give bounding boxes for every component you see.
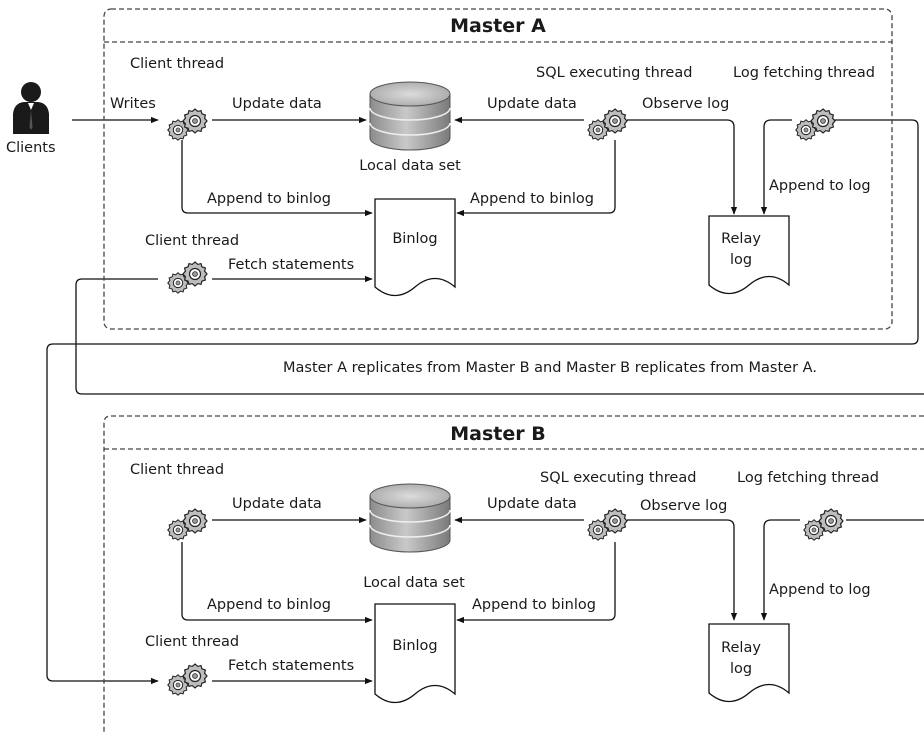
master-box bbox=[103, 415, 924, 734]
binlog-document bbox=[374, 603, 456, 704]
clients-label: Clients bbox=[6, 140, 56, 156]
relay-log-label-line2: log bbox=[730, 252, 752, 268]
append-binlog-left-label: Append to binlog bbox=[207, 597, 331, 613]
local-data-set-label: Local data set bbox=[359, 158, 461, 174]
append-log-arrow bbox=[760, 519, 800, 621]
writes-label: Writes bbox=[110, 96, 156, 112]
append-binlog-left-arrow bbox=[181, 542, 373, 624]
master-title: Master B bbox=[450, 423, 545, 445]
relay-log-label-line1: Relay bbox=[721, 231, 761, 247]
fetch-statements-label: Fetch statements bbox=[228, 257, 354, 273]
binlog-label: Binlog bbox=[392, 231, 437, 247]
append-log-arrow bbox=[760, 119, 792, 215]
master-a-panel: Master A Client thread SQL executing thr… bbox=[103, 8, 893, 330]
observe-log-label: Observe log bbox=[642, 96, 729, 112]
observe-log-label: Observe log bbox=[640, 498, 727, 514]
log-fetch-gear-icon bbox=[804, 509, 843, 540]
relay-log-document bbox=[708, 623, 790, 703]
relay-log-label-line1: Relay bbox=[721, 640, 761, 656]
append-binlog-left-arrow bbox=[181, 140, 373, 217]
client-thread-gear-icon bbox=[168, 109, 207, 140]
master-b-panel: Master B Client thread SQL executing thr… bbox=[103, 415, 924, 734]
client-thread-2-gear-icon bbox=[168, 664, 207, 695]
update-data-left-label: Update data bbox=[232, 496, 322, 512]
fetch-statements-label: Fetch statements bbox=[228, 658, 354, 674]
update-data-left-label: Update data bbox=[232, 96, 322, 112]
clients-icon bbox=[13, 82, 49, 134]
observe-log-arrow bbox=[627, 119, 738, 215]
log-fetch-thread-label: Log fetching thread bbox=[733, 65, 875, 81]
client-thread-gear-icon bbox=[168, 509, 207, 540]
local-data-set-label: Local data set bbox=[363, 575, 465, 591]
log-fetch-thread-label: Log fetching thread bbox=[737, 470, 879, 486]
binlog-label: Binlog bbox=[392, 638, 437, 654]
replication-note: Master A replicates from Master B and Ma… bbox=[283, 360, 817, 376]
client-thread-label: Client thread bbox=[130, 462, 224, 478]
update-data-right-label: Update data bbox=[487, 96, 577, 112]
database-icon bbox=[369, 483, 451, 553]
observe-log-arrow bbox=[627, 519, 738, 621]
master-box bbox=[103, 8, 893, 330]
append-binlog-left-label: Append to binlog bbox=[207, 191, 331, 207]
append-log-label: Append to log bbox=[769, 178, 871, 194]
database-icon bbox=[369, 81, 451, 151]
append-binlog-right-label: Append to binlog bbox=[470, 191, 594, 207]
master-title: Master A bbox=[450, 15, 546, 37]
relay-log-document bbox=[708, 215, 790, 295]
sql-thread-gear-icon bbox=[588, 109, 627, 140]
replication-wire-a-to-b bbox=[75, 278, 924, 395]
binlog-document bbox=[374, 198, 456, 297]
client-thread-2-gear-icon bbox=[168, 262, 207, 293]
append-binlog-right-label: Append to binlog bbox=[472, 597, 596, 613]
log-fetch-gear-icon bbox=[796, 109, 835, 140]
sql-thread-label: SQL executing thread bbox=[540, 470, 696, 486]
sql-thread-label: SQL executing thread bbox=[536, 65, 692, 81]
update-data-right-label: Update data bbox=[487, 496, 577, 512]
append-log-label: Append to log bbox=[769, 582, 871, 598]
replication-wire-b-to-a bbox=[46, 119, 919, 685]
append-binlog-right-arrow bbox=[456, 140, 616, 217]
client-thread-label: Client thread bbox=[130, 56, 224, 72]
relay-log-label-line2: log bbox=[730, 661, 752, 677]
append-binlog-right-arrow bbox=[456, 542, 616, 624]
client-thread-2-label: Client thread bbox=[145, 233, 239, 249]
sql-thread-gear-icon bbox=[588, 509, 627, 540]
client-thread-2-label: Client thread bbox=[145, 634, 239, 650]
